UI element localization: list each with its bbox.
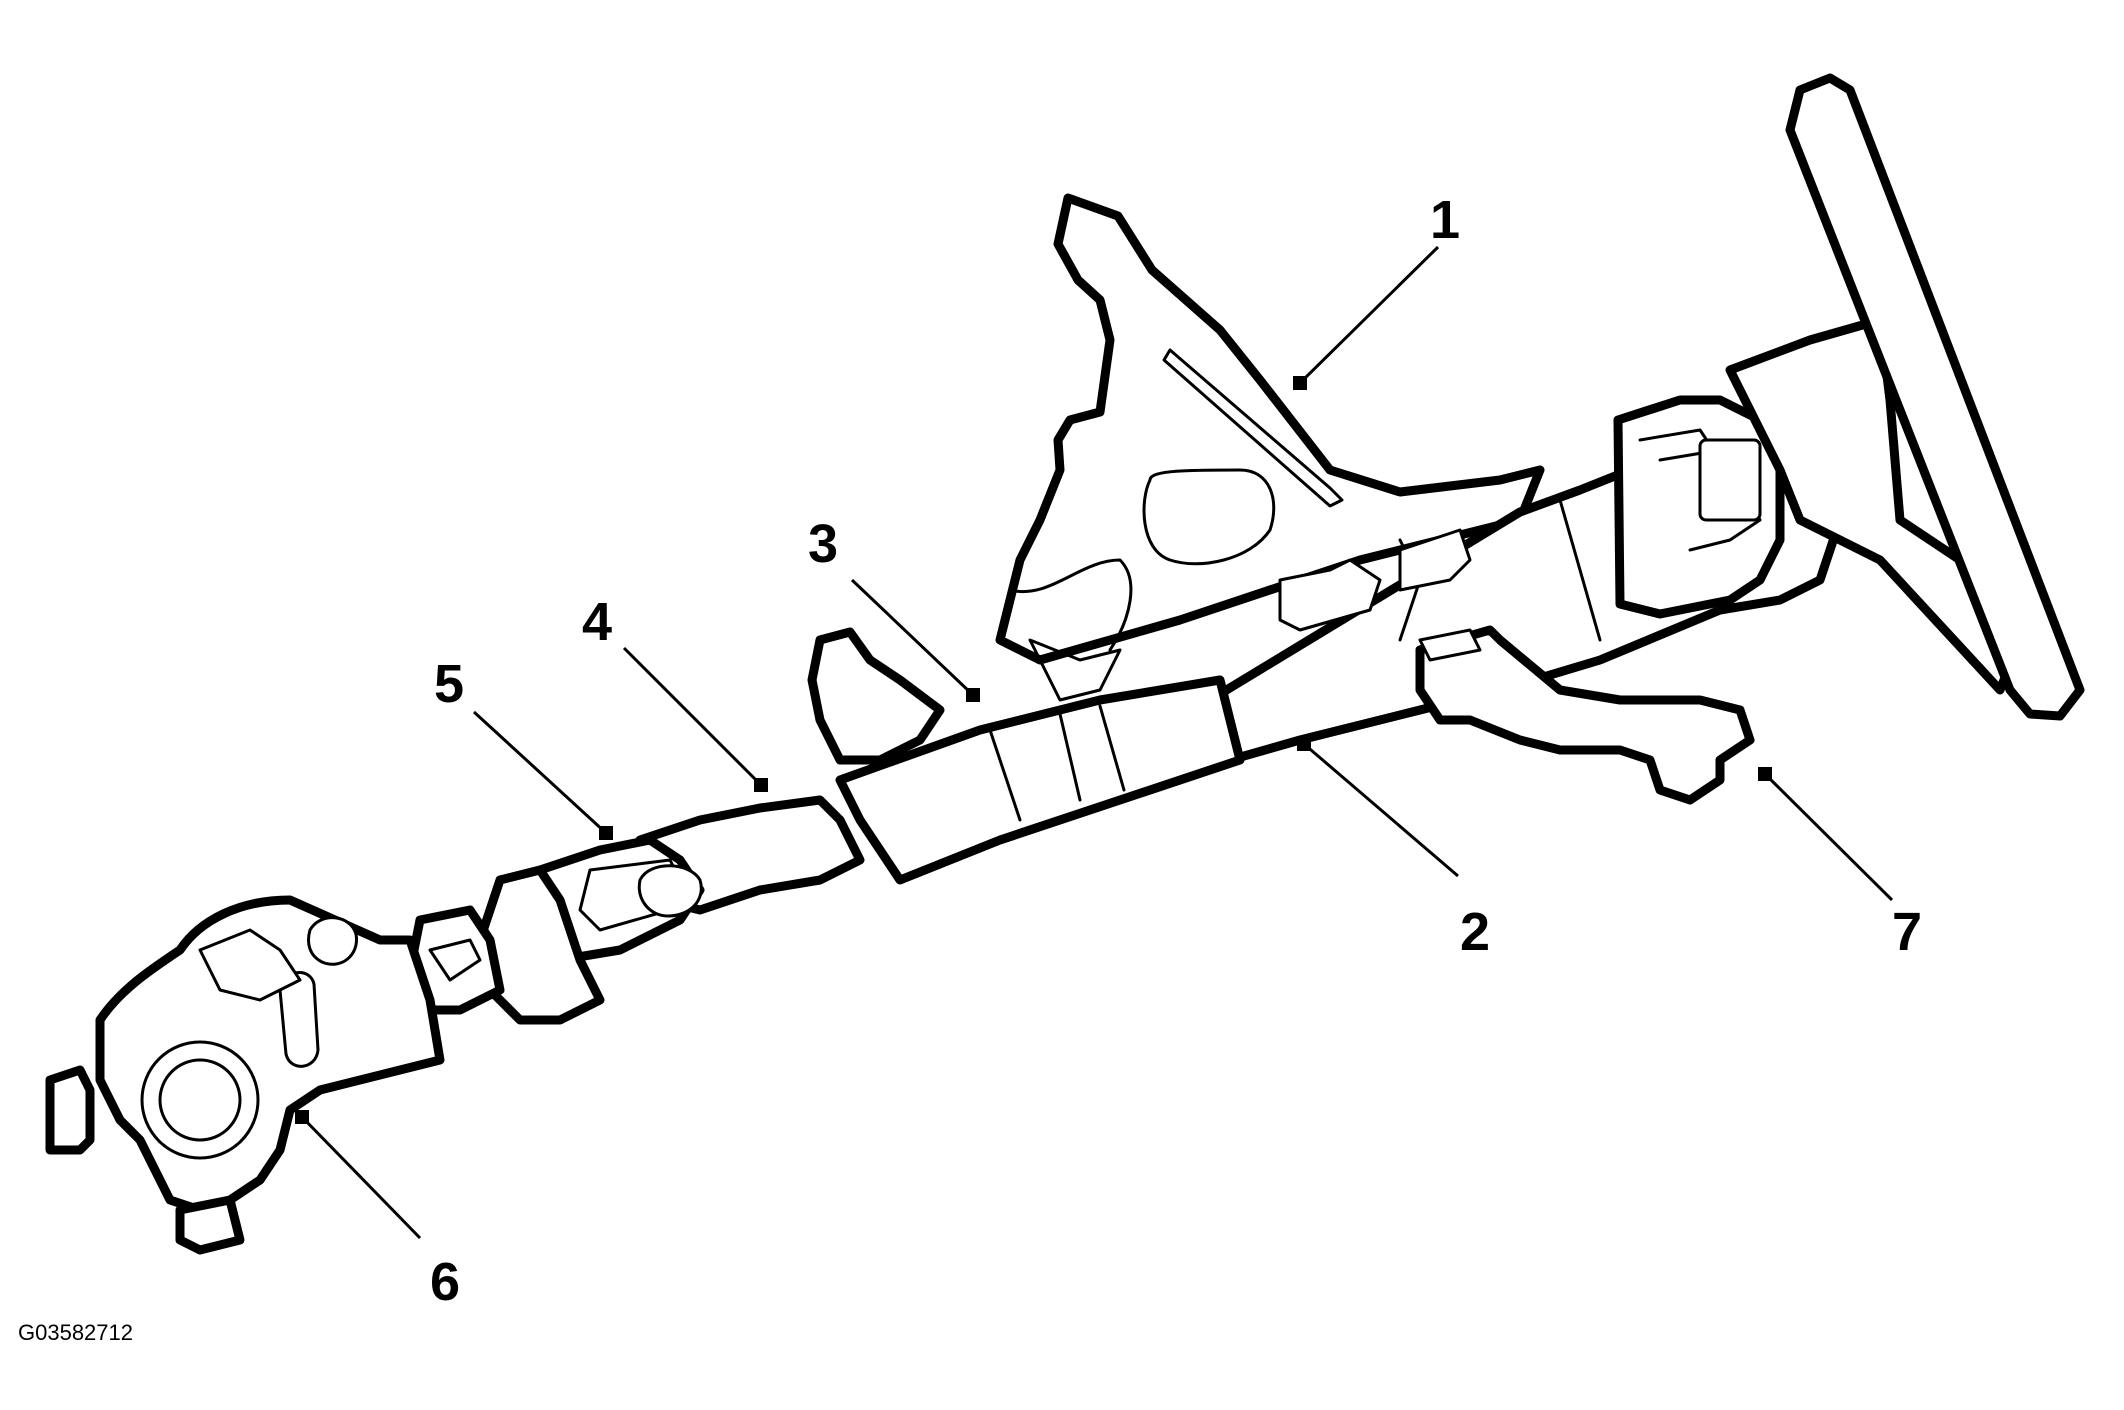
leader-dot-7	[1758, 767, 1772, 781]
callout-labels: 1 2 3 4 5 6 7	[430, 190, 1922, 1312]
leader-line-4	[622, 646, 763, 787]
leader-line-3	[850, 578, 975, 697]
leader-line-1	[1298, 245, 1440, 385]
callout-label-6: 6	[430, 1252, 460, 1312]
leader-dot-1	[1293, 376, 1307, 390]
leader-line-2	[1303, 742, 1459, 878]
intermediate-shaft	[405, 795, 865, 1025]
callout-label-4: 4	[582, 592, 612, 652]
callout-label-7: 7	[1892, 902, 1922, 962]
callout-label-5: 5	[434, 654, 464, 714]
leader-lines	[295, 245, 1894, 1240]
leader-dot-6	[295, 1110, 309, 1124]
callout-label-3: 3	[808, 514, 838, 574]
leader-line-5	[472, 710, 608, 835]
steering-wheel-hub	[1725, 73, 2085, 721]
steering-gear	[45, 895, 445, 1255]
callout-label-1: 1	[1430, 190, 1460, 250]
leader-dot-3	[966, 688, 980, 702]
leader-dot-5	[599, 826, 613, 840]
callout-label-2: 2	[1460, 902, 1490, 962]
leader-dot-4	[754, 778, 768, 792]
column-shaft	[807, 627, 1245, 885]
column-mounting-bracket	[995, 193, 1545, 702]
leader-line-7	[1763, 772, 1894, 902]
tilt-lever	[1415, 625, 1755, 805]
figure-code: G03582712	[18, 1320, 133, 1345]
leader-dot-2	[1297, 737, 1311, 751]
leader-line-6	[300, 1115, 422, 1240]
